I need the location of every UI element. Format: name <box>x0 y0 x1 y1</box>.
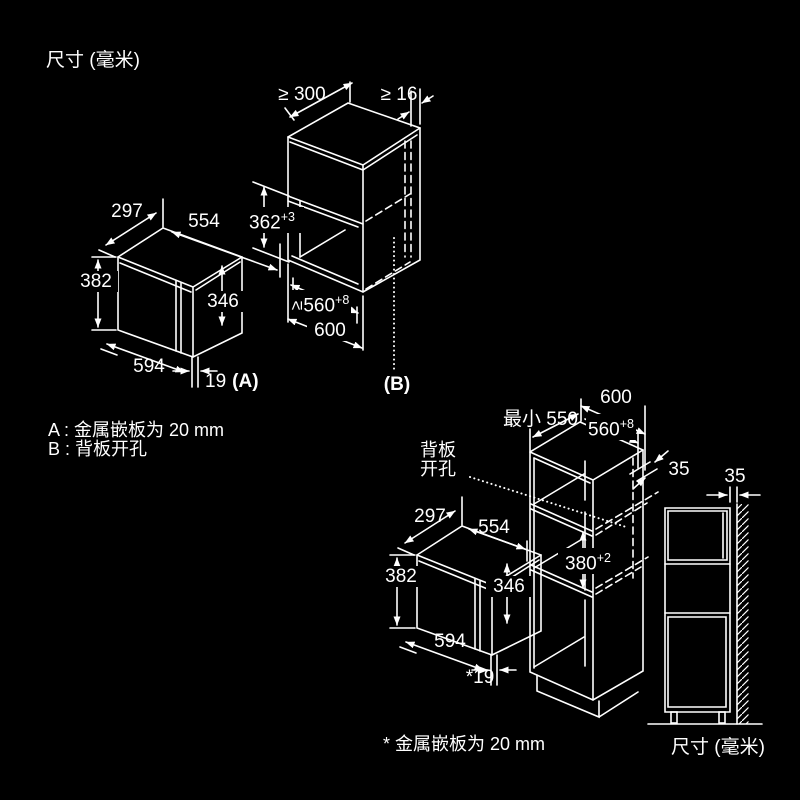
dim-oven2-depth: 297 <box>414 506 446 527</box>
dim-cabinet-outer-width: 600 <box>307 320 353 341</box>
wall-hatching <box>737 504 749 724</box>
dim-oven-depth: 297 <box>111 201 143 222</box>
note-a: A : 金属嵌板为 20 mm <box>48 420 225 440</box>
dim-oven-width-top: 554 <box>188 211 220 232</box>
page-title: 尺寸 (毫米) <box>46 50 140 71</box>
note-b: B : 背板开孔 <box>48 439 148 459</box>
geq-rotated: ≥ <box>287 301 307 311</box>
dim-cabinet-top-depth: ≥ 300 <box>278 84 326 105</box>
dim-oven-panel: 19(A) <box>205 371 259 392</box>
dim-tall-niche-width: 560+8 <box>586 414 636 441</box>
dim-oven-width-bottom: 594 <box>133 356 165 377</box>
back-panel-label-line2: 开孔 <box>420 459 456 479</box>
oven-front-drawing <box>117 227 243 358</box>
dim-oven2-door-height: 346 <box>486 576 532 597</box>
cabinet-foot <box>718 711 726 724</box>
note-asterisk: * 金属嵌板为 20 mm <box>383 734 546 754</box>
dim-oven2-width-top: 554 <box>478 517 510 538</box>
back-panel-dotted-leader <box>469 476 627 528</box>
dim-oven-door-height: 346 <box>201 291 245 312</box>
wall-cabinet-drawing <box>287 102 421 372</box>
dim-niche-width: ≥560+8 <box>287 290 352 317</box>
dim-oven2-height: 382 <box>378 566 424 587</box>
dim-niche-height: 362+3 <box>240 207 304 234</box>
dim-tall-outer-width: 600 <box>592 387 640 408</box>
label-a: (A) <box>232 371 259 392</box>
dim-tall-niche-height: 380+2 <box>558 548 618 575</box>
caption-bottom-right: 尺寸 (毫米) <box>671 737 765 758</box>
cabinet-foot <box>670 711 678 724</box>
dim-tall-min-depth: 最小 550 <box>503 409 578 430</box>
tall-cabinet-back-opening-dashed <box>595 457 659 595</box>
tall-cabinet-drawing <box>469 421 659 719</box>
plinth <box>536 674 639 719</box>
oven-bottom-dimension-lines <box>389 496 528 686</box>
dim-oven2-width-bottom: 594 <box>434 631 466 652</box>
dim-wall-gap: 35 <box>724 466 746 487</box>
label-b: (B) <box>383 374 411 395</box>
dim-tall-back-offset: 35 <box>668 459 690 480</box>
back-panel-opening-dashed <box>365 140 412 290</box>
back-panel-label-line1: 背板 <box>420 440 456 460</box>
dim-oven-height: 382 <box>74 271 118 292</box>
oven-front-dimension-lines <box>91 198 281 388</box>
dim-cabinet-back-gap: ≥ 16 <box>380 84 418 105</box>
side-view-dimension-lines <box>706 486 761 503</box>
dim-oven2-panel: *19 <box>465 667 495 688</box>
side-view-drawing <box>647 503 763 725</box>
